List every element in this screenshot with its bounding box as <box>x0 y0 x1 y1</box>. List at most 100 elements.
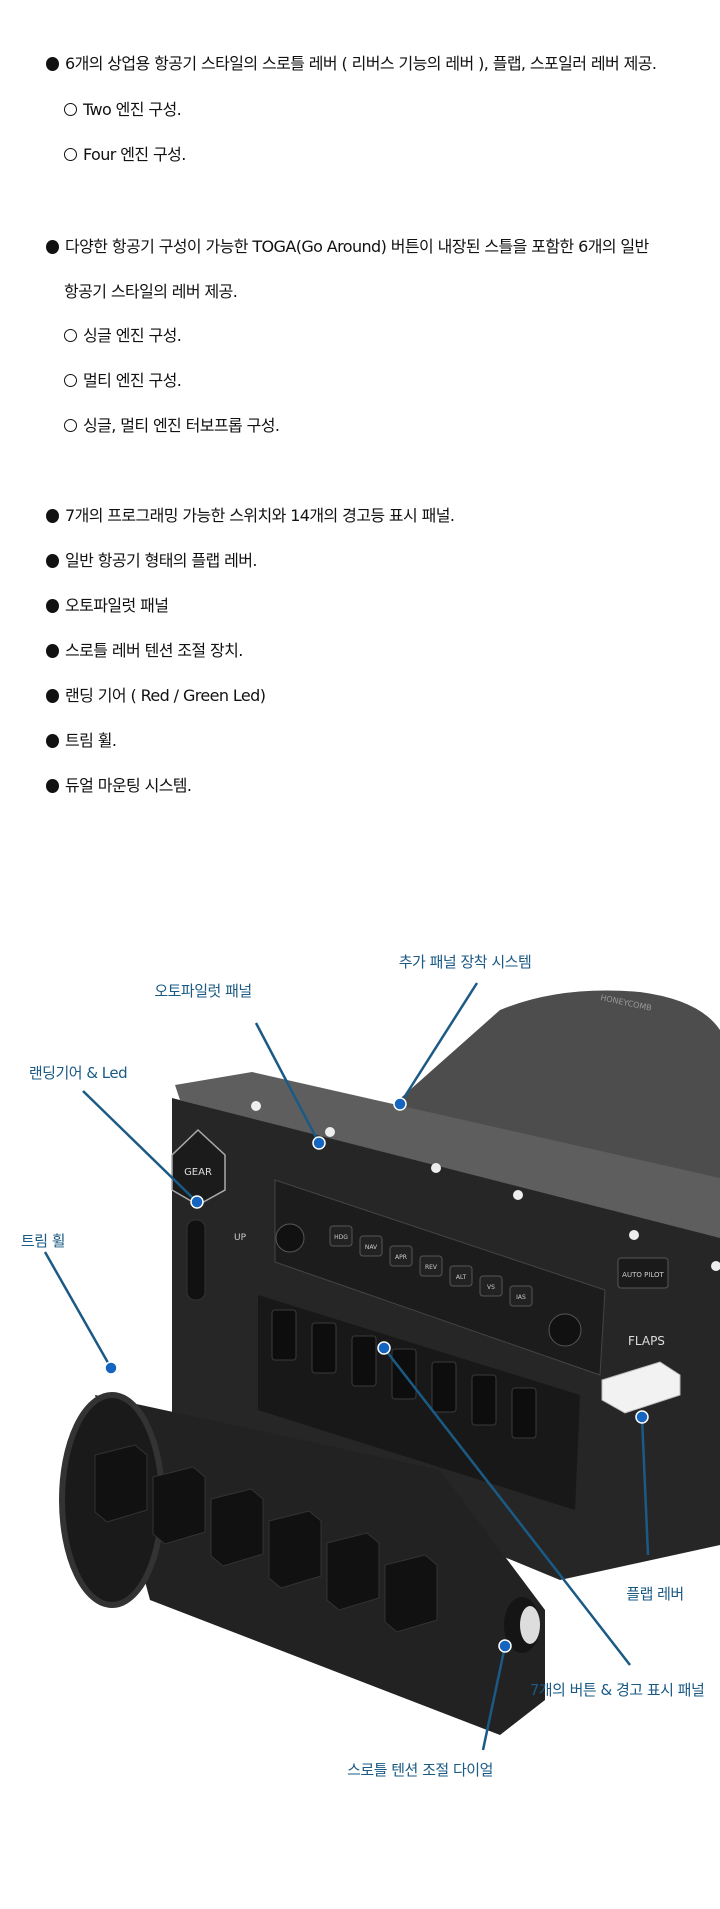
bullet-icon <box>46 240 59 254</box>
toggle-switch[interactable] <box>271 1309 297 1361</box>
circle-bullet-icon <box>64 329 77 342</box>
flap-lever[interactable] <box>601 1361 681 1414</box>
callout-dot <box>393 1097 407 1111</box>
trim-slot <box>186 1219 206 1301</box>
label-trim-wheel: 트림 휠 <box>20 1232 66 1250</box>
feature-text: Four 엔진 구성. <box>83 145 186 164</box>
feature-text-continued: 항공기 스타일의 레버 제공. <box>64 282 238 301</box>
toggle-switch[interactable] <box>351 1335 377 1387</box>
tension-dial-cap <box>520 1606 540 1644</box>
callout-dot <box>312 1136 326 1150</box>
feature-item: 7개의 프로그래밍 가능한 스위치와 14개의 경고등 표시 패널. <box>46 502 455 526</box>
switch-panel <box>258 1295 580 1510</box>
label-panel-mount: 추가 패널 장착 시스템 <box>398 953 532 971</box>
autopilot-knob-left[interactable] <box>275 1223 305 1253</box>
callout-lines <box>43 982 650 1751</box>
circle-bullet-icon <box>64 374 77 387</box>
feature-text: 듀얼 마운팅 시스템. <box>65 776 192 795</box>
feature-subitem: Two 엔진 구성. <box>64 96 182 120</box>
autopilot-button-nav[interactable] <box>359 1235 383 1257</box>
throttle-lever[interactable] <box>268 1510 322 1589</box>
feature-item: 듀얼 마운팅 시스템. <box>46 772 192 796</box>
feature-text: 싱글 엔진 구성. <box>83 326 182 345</box>
bullet-icon <box>46 689 59 703</box>
callout-dot <box>635 1410 649 1424</box>
throttle-levers <box>94 1444 438 1633</box>
feature-text: 트림 휠. <box>65 731 117 750</box>
autopilot-button-label: HDG <box>334 1234 348 1241</box>
toggle-switch[interactable] <box>511 1387 537 1439</box>
autopilot-button-ias[interactable] <box>509 1285 533 1307</box>
label-landing-gear: 랜딩기어 & Led <box>28 1064 128 1082</box>
autopilot-button-rev[interactable] <box>419 1255 443 1277</box>
callout-dot <box>104 1361 118 1375</box>
feature-text: 7개의 프로그래밍 가능한 스위치와 14개의 경고등 표시 패널. <box>65 506 455 525</box>
autopilot-button-alt[interactable] <box>449 1265 473 1287</box>
feature-text: 다양한 항공기 구성이 가능한 TOGA(Go Around) 버튼이 내장된 … <box>65 237 649 256</box>
throttle-lever[interactable] <box>94 1444 148 1523</box>
autopilot-button-label: AUTO PILOT <box>622 1271 664 1279</box>
bullet-icon <box>46 779 59 793</box>
circle-bullet-icon <box>64 419 77 432</box>
autopilot-button-hdg[interactable] <box>329 1225 353 1247</box>
flaps-label: FLAPS <box>628 1334 665 1348</box>
autopilot-button-label: VS <box>487 1284 495 1291</box>
feature-item: 오토파일럿 패널 <box>46 592 169 616</box>
autopilot-button[interactable] <box>617 1257 669 1289</box>
autopilot-panel <box>274 1179 606 1376</box>
bullet-icon <box>46 554 59 568</box>
bullet-icon <box>46 57 59 71</box>
feature-item: 트림 휠. <box>46 727 117 751</box>
bullet-icon <box>46 509 59 523</box>
autopilot-button-label: REV <box>425 1264 438 1271</box>
toggle-switch[interactable] <box>311 1322 337 1374</box>
callout-dots <box>104 1097 649 1653</box>
feature-text: Two 엔진 구성. <box>83 100 182 119</box>
feature-text: 랜딩 기어 ( Red / Green Led) <box>65 686 266 705</box>
throttle-lever[interactable] <box>210 1488 264 1567</box>
feature-item: 일반 항공기 형태의 플랩 레버. <box>46 547 257 571</box>
feature-item: 6개의 상업용 항공기 스타일의 스로틀 레버 ( 리버스 기능의 레버 ), … <box>46 50 657 74</box>
autopilot-buttons: HDG NAV APR REV ALT VS IAS <box>329 1225 533 1307</box>
callout-dot <box>498 1639 512 1653</box>
autopilot-button-label: NAV <box>365 1244 378 1251</box>
toggle-switch[interactable] <box>431 1361 457 1413</box>
feature-item: 스로틀 레버 텐션 조절 장치. <box>46 637 243 661</box>
feature-text: 스로틀 레버 텐션 조절 장치. <box>65 641 243 660</box>
gear-up-label: UP <box>234 1233 247 1243</box>
feature-text: 6개의 상업용 항공기 스타일의 스로틀 레버 ( 리버스 기능의 레버 ), … <box>65 54 657 73</box>
mounting-holes <box>251 1101 720 1271</box>
callout-dot <box>377 1341 391 1355</box>
throttle-lever[interactable] <box>326 1532 380 1611</box>
label-buttons-panel: 7개의 버튼 & 경고 표시 패널 <box>529 1681 705 1699</box>
feature-subitem: 멀티 엔진 구성. <box>64 367 182 391</box>
feature-text: 싱글, 멀티 엔진 터보프롭 구성. <box>83 416 280 435</box>
autopilot-knob-right[interactable] <box>548 1313 582 1347</box>
feature-subitem: 싱글 엔진 구성. <box>64 322 182 346</box>
autopilot-button-label: APR <box>395 1254 407 1261</box>
top-face <box>175 1072 720 1240</box>
autopilot-button-vs[interactable] <box>479 1275 503 1297</box>
autopilot-button-apr[interactable] <box>389 1245 413 1267</box>
label-autopilot: 오토파일럿 패널 <box>154 982 252 1000</box>
label-tension-dial: 스로틀 텐션 조절 다이얼 <box>347 1761 493 1779</box>
bullet-icon <box>46 599 59 613</box>
feature-subitem: 싱글, 멀티 엔진 터보프롭 구성. <box>64 412 280 436</box>
feature-text: 멀티 엔진 구성. <box>83 371 182 390</box>
toggle-switch[interactable] <box>471 1374 497 1426</box>
autopilot-button-label: IAS <box>516 1294 526 1301</box>
gear-label: GEAR <box>184 1167 212 1178</box>
bullet-icon <box>46 734 59 748</box>
circle-bullet-icon <box>64 148 77 161</box>
throttle-lever[interactable] <box>152 1466 206 1545</box>
feature-subitem: Four 엔진 구성. <box>64 141 186 165</box>
feature-text: 오토파일럿 패널 <box>65 596 169 615</box>
throttle-lever[interactable] <box>384 1554 438 1633</box>
bullet-icon <box>46 644 59 658</box>
circle-bullet-icon <box>64 103 77 116</box>
feature-item: 랜딩 기어 ( Red / Green Led) <box>46 682 266 706</box>
autopilot-button-label: ALT <box>456 1274 467 1281</box>
feature-item: 다양한 항공기 구성이 가능한 TOGA(Go Around) 버튼이 내장된 … <box>46 233 649 257</box>
